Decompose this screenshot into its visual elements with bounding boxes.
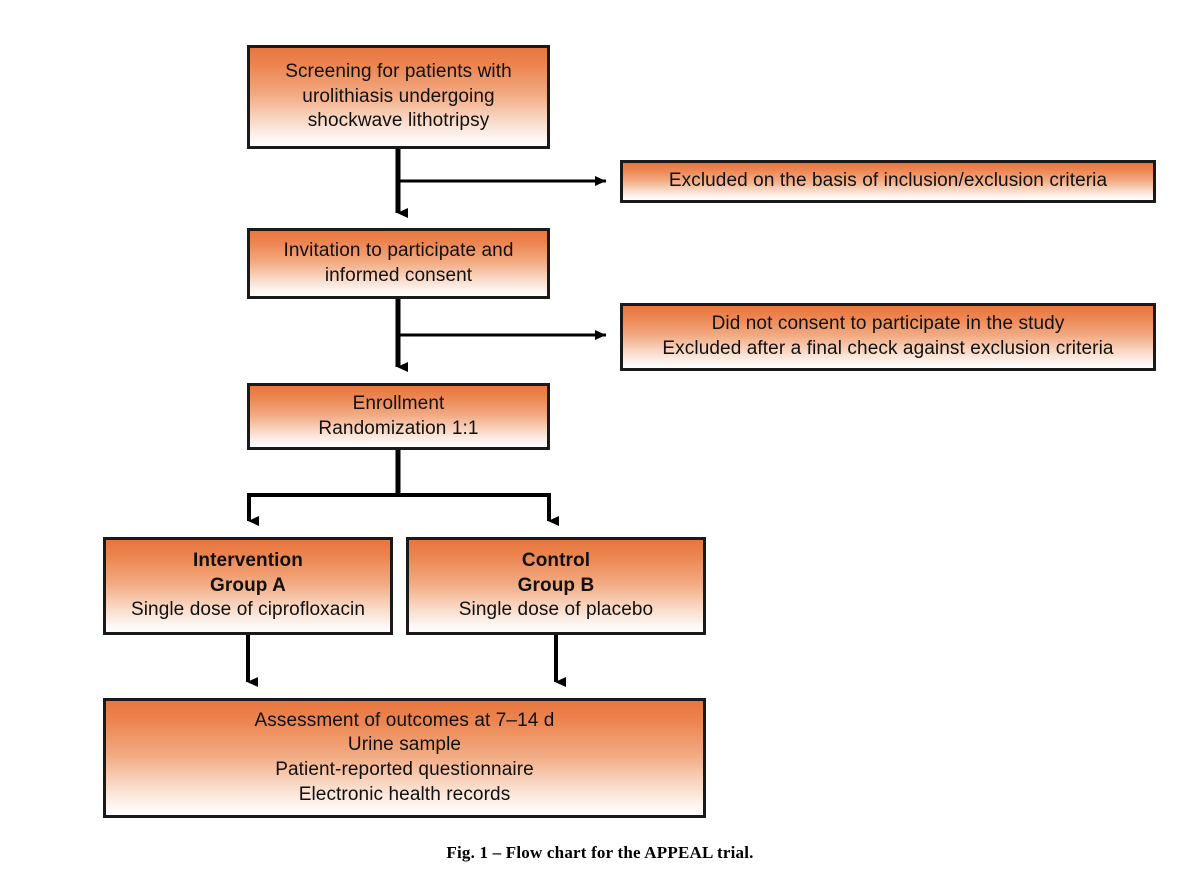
node-screening: Screening for patients with urolithiasis… xyxy=(247,45,550,149)
node-assessment-outcomes-line-3: Patient-reported questionnaire xyxy=(275,759,534,780)
node-enrollment: Enrollment Randomization 1:1 xyxy=(247,383,550,450)
node-assessment-outcomes-line-1: Assessment of outcomes at 7–14 d xyxy=(254,709,555,731)
node-did-not-consent-line-1: Did not consent to participate in the st… xyxy=(711,313,1065,335)
node-intervention-group-a-line-1: Intervention xyxy=(193,549,303,571)
node-intervention-group-a-line-3: Single dose of ciprofloxacin xyxy=(130,599,366,621)
node-invitation-consent: Invitation to participate and informed c… xyxy=(247,228,550,299)
node-control-group-b: Control Group B Single dose of placebo xyxy=(406,537,706,635)
figure-caption: Fig. 1 – Flow chart for the APPEAL trial… xyxy=(446,843,754,862)
node-invitation-consent-line-2: informed consent xyxy=(324,264,473,286)
node-did-not-consent: Did not consent to participate in the st… xyxy=(620,303,1156,371)
node-assessment-outcomes: Assessment of outcomes at 7–14 d Urine s… xyxy=(103,698,706,818)
node-screening-line-3: shockwave lithotripsy xyxy=(307,110,490,132)
node-excluded-criteria: Excluded on the basis of inclusion/exclu… xyxy=(620,160,1156,203)
node-enrollment-line-1: Enrollment xyxy=(352,392,445,414)
node-did-not-consent-line-2: Excluded after a final check against exc… xyxy=(662,338,1114,359)
node-control-group-b-line-3: Single dose of placebo xyxy=(458,599,654,621)
node-invitation-consent-line-1: Invitation to participate and xyxy=(283,239,514,261)
node-intervention-group-a-line-2: Group A xyxy=(210,574,286,596)
node-excluded-criteria-line-1: Excluded on the basis of inclusion/exclu… xyxy=(668,170,1108,192)
node-screening-line-1: Screening for patients with xyxy=(285,60,512,82)
node-control-group-b-line-2: Group B xyxy=(517,574,595,596)
node-assessment-outcomes-line-2: Urine sample xyxy=(347,734,462,756)
node-intervention-group-a: Intervention Group A Single dose of cipr… xyxy=(103,537,393,635)
edge-enrollment-split xyxy=(247,450,559,526)
node-screening-line-2: urolithiasis undergoing xyxy=(302,85,495,107)
node-assessment-outcomes-line-4: Electronic health records xyxy=(298,783,511,805)
node-control-group-b-line-1: Control xyxy=(521,549,591,571)
node-enrollment-line-2: Randomization 1:1 xyxy=(318,417,479,439)
